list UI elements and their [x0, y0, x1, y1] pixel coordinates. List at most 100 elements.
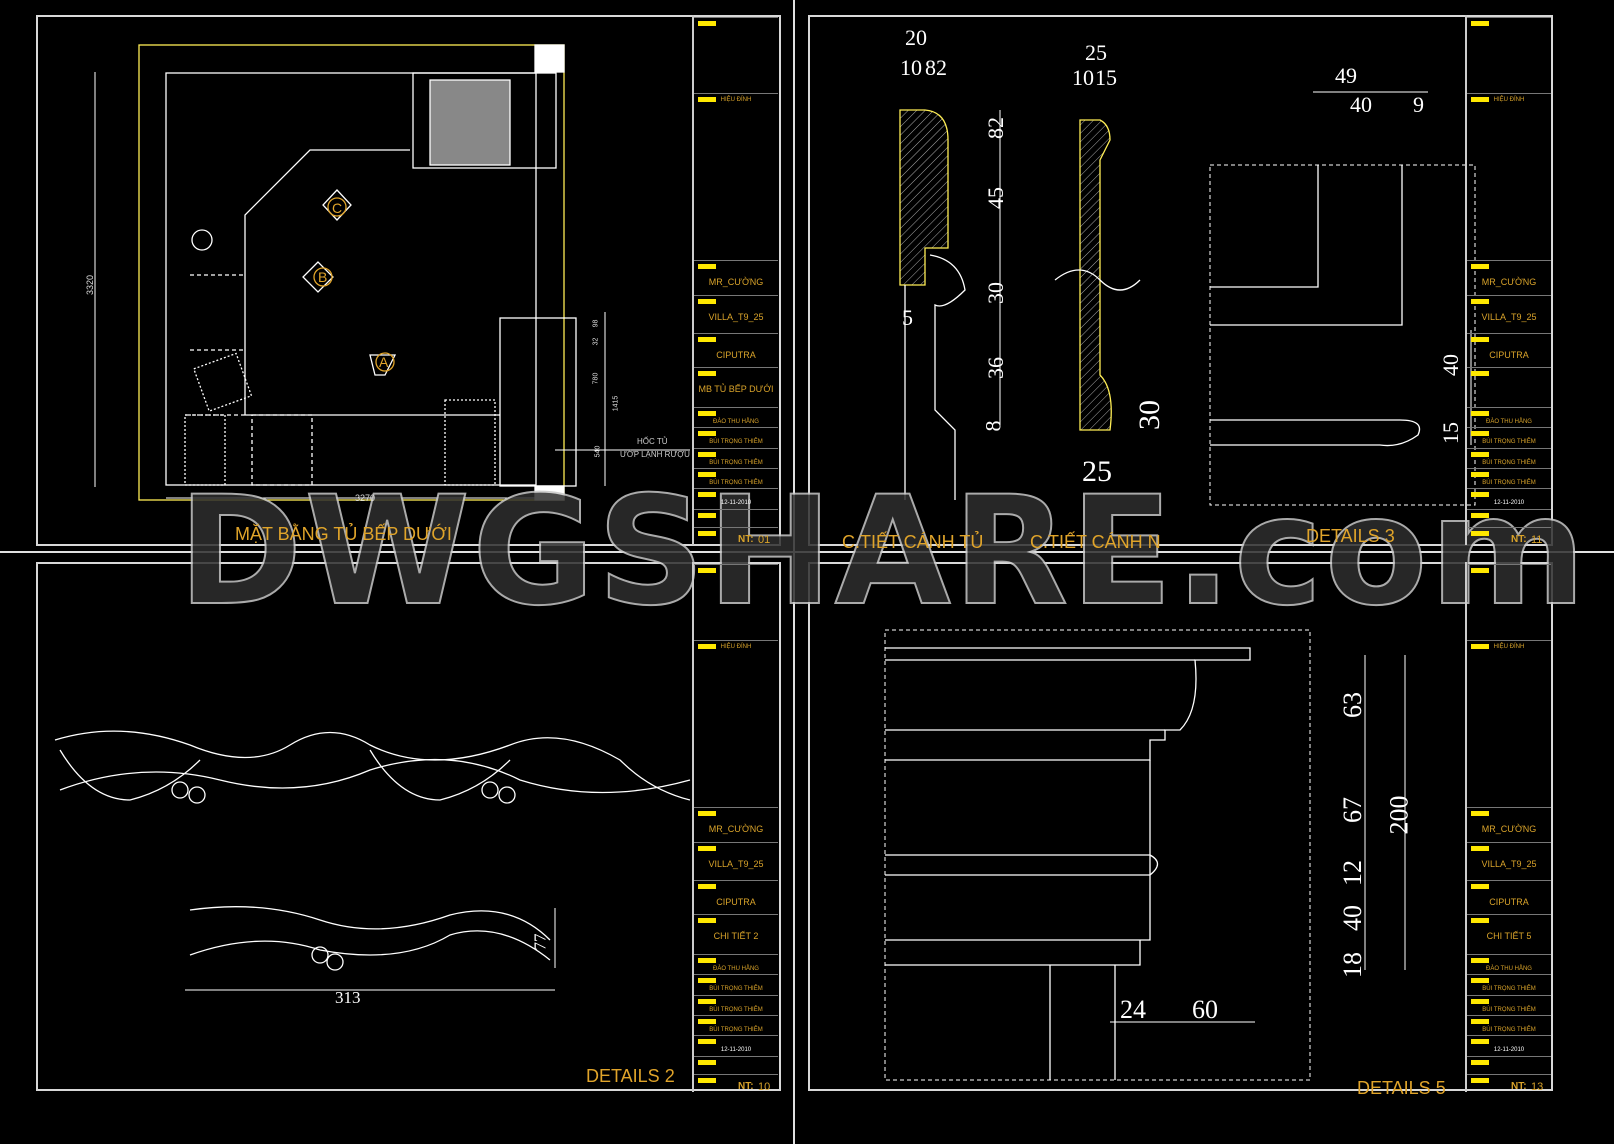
designer: ĐÀO THU HẰNG	[1486, 419, 1532, 425]
dim-label: 20	[905, 25, 927, 50]
marker-b: B	[318, 269, 328, 285]
sheet-panel-1	[36, 15, 781, 546]
dim-label: 98	[592, 319, 600, 328]
note-line1: HỐC TỦ	[637, 437, 668, 446]
dim-label: 12	[1338, 860, 1367, 886]
checker: BÙI TRỌNG THIÊM	[709, 986, 763, 992]
dim-label: 1415	[612, 395, 620, 412]
dim-label: 67	[1338, 797, 1367, 823]
sheet-number: 11	[1531, 534, 1543, 546]
dim-label: 36	[983, 357, 1008, 379]
sheet-number: 13	[1531, 1081, 1544, 1093]
dim-label: 60	[1192, 995, 1218, 1024]
profile-details	[899, 91, 1476, 506]
dim-label: 49	[1335, 63, 1357, 88]
date: 12-11-2010	[1493, 1047, 1525, 1053]
dim-label: 9	[1413, 92, 1424, 117]
marker-a: A	[379, 354, 389, 370]
dim-label: 25	[1085, 40, 1107, 65]
panel2-label-right: DETAILS 3	[1306, 526, 1395, 546]
marker-c: C	[332, 200, 343, 216]
project: VILLA_T9_25	[708, 312, 764, 322]
sheet-name: CHI TIẾT 5	[1486, 931, 1532, 941]
sheet-name: CHI TIẾT 2	[713, 931, 759, 941]
dim-label: 200	[1384, 795, 1414, 835]
dim-label: 10	[900, 55, 922, 80]
location: CIPUTRA	[1489, 897, 1529, 907]
dim-label: 25	[1082, 455, 1112, 488]
sheet-number: 10	[758, 1081, 771, 1093]
designer: ĐÀO THU HẰNG	[713, 966, 759, 972]
sheet-number: 01	[758, 534, 771, 546]
panel2-label-left: C.TIẾT CÁNH TỦ	[842, 532, 984, 552]
panel2-label-mid: C.TIẾT CÁNH N	[1030, 532, 1161, 552]
sheet-panel-4	[808, 562, 1553, 1091]
location: CIPUTRA	[1489, 350, 1529, 360]
sheet-name: MB TỦ BẾP DƯỚI	[698, 384, 774, 394]
panel3-title: DETAILS 2	[586, 1066, 675, 1086]
dim-label: 8	[980, 420, 1006, 432]
dim-label: 540	[594, 445, 602, 458]
revision-header: HIỆU ĐÍNH	[720, 644, 752, 650]
dim-label: 40	[1350, 92, 1372, 117]
nt-label: NT:	[738, 534, 754, 545]
revision-header: HIỆU ĐÍNH	[1493, 97, 1525, 103]
checker: BÙI TRỌNG THIÊM	[709, 480, 763, 486]
note-line2: ƯỚP LẠNH RƯỢU	[620, 450, 690, 459]
nt-label: NT:	[738, 1081, 754, 1092]
project: VILLA_T9_25	[708, 859, 764, 869]
floor-plan	[94, 44, 690, 501]
ornament-carving	[54, 730, 691, 991]
project: VILLA_T9_25	[1481, 312, 1537, 322]
watermark: DWGSHARE.com	[177, 464, 1588, 640]
checker: BÙI TRỌNG THIÊM	[709, 460, 763, 466]
dim-label: 18	[1338, 952, 1367, 978]
dim-label: 30	[983, 282, 1008, 304]
panel3-dim-width: 313	[335, 988, 361, 1007]
dim-label: 45	[983, 187, 1008, 209]
designer: ĐÀO THU HẰNG	[1486, 966, 1532, 972]
dim-label: 10	[1072, 65, 1094, 90]
date: 12-11-2010	[720, 500, 752, 506]
panel4-title: DETAILS 5	[1357, 1078, 1446, 1098]
sheet-panel-2	[808, 15, 1553, 546]
dim-label: 82	[983, 117, 1008, 139]
dim-label: 5	[902, 305, 913, 330]
owner: MR_CƯỜNG	[1481, 277, 1537, 287]
nt-label: NT:	[1511, 1081, 1527, 1092]
project: VILLA_T9_25	[1481, 859, 1537, 869]
owner: MR_CƯỜNG	[708, 824, 764, 834]
location: CIPUTRA	[716, 350, 756, 360]
sheet-panel-3	[36, 562, 781, 1091]
dim-label: 40	[1438, 354, 1463, 376]
checker: BÙI TRỌNG THIÊM	[1482, 986, 1536, 992]
checker: BÙI TRỌNG THIÊM	[709, 1027, 763, 1033]
dim-label: 30	[1133, 400, 1166, 430]
dim-label: 63	[1338, 692, 1367, 718]
dim-label: 15	[1095, 65, 1117, 90]
checker: BÙI TRỌNG THIÊM	[1482, 1007, 1536, 1013]
panel1-title: MẶT BẰNG TỦ BẾP DƯỚI	[235, 524, 452, 544]
panel1-dim-height: 3320	[85, 274, 96, 296]
date: 12-11-2010	[1493, 500, 1525, 506]
date: 12-11-2010	[720, 1047, 752, 1053]
checker: BÙI TRỌNG THIÊM	[709, 439, 763, 445]
owner: MR_CƯỜNG	[708, 277, 764, 287]
dim-label: 780	[592, 372, 600, 385]
owner: MR_CƯỜNG	[1481, 824, 1537, 834]
checker: BÙI TRỌNG THIÊM	[1482, 460, 1536, 466]
dim-label: 32	[592, 337, 600, 346]
checker: BÙI TRỌNG THIÊM	[1482, 439, 1536, 445]
panel3-dim-height: 77	[530, 933, 550, 951]
checker: BÙI TRỌNG THIÊM	[1482, 480, 1536, 486]
designer: ĐÀO THU HẰNG	[713, 419, 759, 425]
revision-header: HIỆU ĐÍNH	[720, 97, 752, 103]
cornice-detail	[884, 629, 1406, 1081]
dim-label: 15	[1438, 422, 1463, 444]
revision-header: HIỆU ĐÍNH	[1493, 644, 1525, 650]
